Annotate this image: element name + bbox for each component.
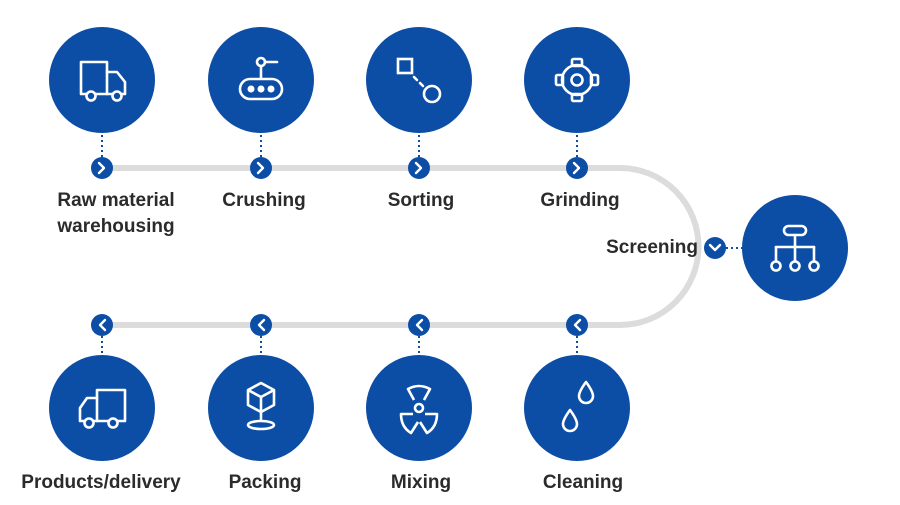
chevron-left-icon — [250, 314, 272, 336]
dotted-connectors — [101, 135, 742, 358]
conveyor-icon — [238, 56, 284, 101]
package-icon — [246, 381, 276, 431]
step-circle-screening — [742, 195, 848, 301]
step-label-sorting: Sorting — [387, 190, 455, 211]
chevron-right-icon — [250, 157, 272, 179]
step-label-crushing: Crushing — [222, 190, 306, 211]
gear-icon — [554, 57, 600, 103]
hierarchy-icon — [770, 224, 820, 272]
step-circle-crushing — [208, 27, 314, 133]
water-drops-icon — [561, 380, 595, 433]
delivery-truck-icon — [78, 388, 127, 429]
chevron-left-icon — [566, 314, 588, 336]
step-label-cleaning: Cleaning — [542, 472, 624, 493]
step-label-raw-material: Raw material warehousing — [57, 190, 175, 237]
step-label-packing: Packing — [228, 472, 302, 493]
step-circle-mixing — [366, 355, 472, 461]
truck-icon — [79, 60, 127, 102]
step-circle-grinding — [524, 27, 630, 133]
step-circle-raw-material — [49, 27, 155, 133]
chevron-left-icon — [91, 314, 113, 336]
step-circle-packing — [208, 355, 314, 461]
chevron-right-icon — [408, 157, 430, 179]
sorting-icon — [396, 57, 442, 104]
chevron-left-icon — [408, 314, 430, 336]
step-circle-products-delivery — [49, 355, 155, 461]
step-label-screening: Screening — [606, 237, 698, 258]
step-circle-cleaning — [524, 355, 630, 461]
mixing-icon — [399, 384, 439, 435]
chevron-right-icon — [566, 157, 588, 179]
chevron-right-icon — [91, 157, 113, 179]
flow-path — [99, 165, 702, 328]
step-label-mixing: Mixing — [390, 472, 452, 493]
chevron-down-icon — [704, 237, 726, 259]
step-circle-sorting — [366, 27, 472, 133]
step-label-products-delivery: Products/delivery — [21, 472, 181, 493]
step-label-grinding: Grinding — [540, 190, 620, 211]
